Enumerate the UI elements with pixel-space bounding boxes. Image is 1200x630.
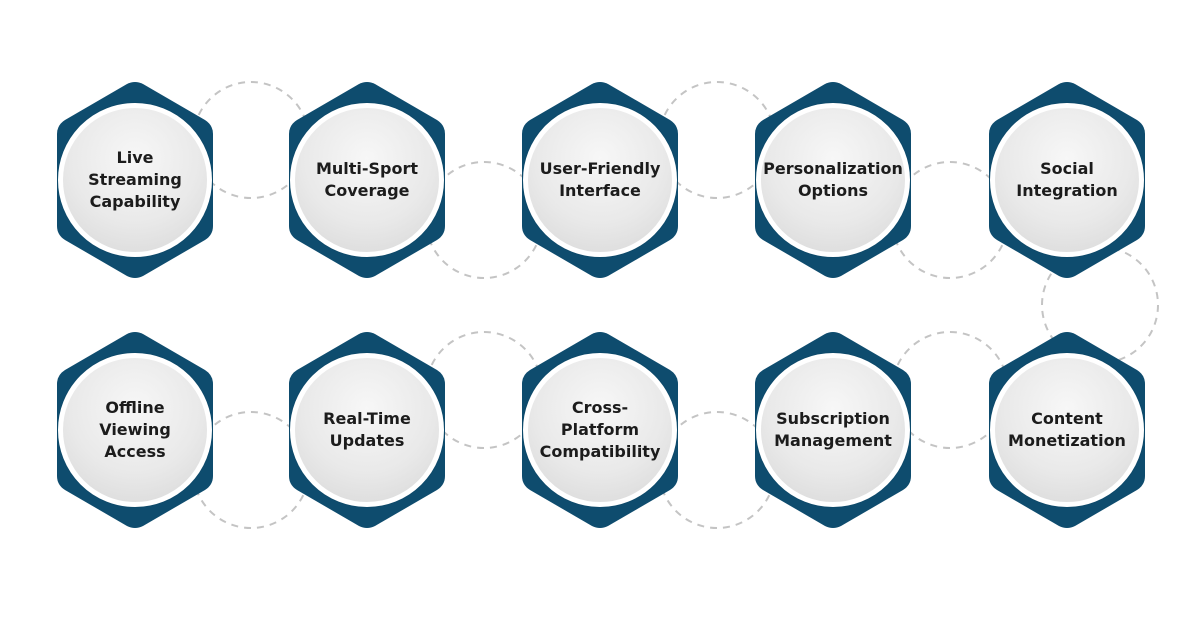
feature-circle: Real-Time Updates	[290, 353, 444, 507]
connector-5-10	[1041, 246, 1159, 364]
feature-circle: Content Monetization	[990, 353, 1144, 507]
feature-circle: Offline Viewing Access	[58, 353, 212, 507]
feature-label: Real-Time Updates	[323, 409, 411, 450]
feature-label: Subscription Management	[774, 409, 892, 450]
feature-node: Content Monetization	[975, 328, 1159, 532]
feature-label: Offline Viewing Access	[99, 398, 171, 461]
feature-circle: User-Friendly Interface	[523, 103, 677, 257]
feature-circle: Personalization Options	[756, 103, 910, 257]
feature-label: Live Streaming Capability	[88, 148, 182, 211]
feature-node: Subscription Management	[741, 328, 925, 532]
feature-label: User-Friendly Interface	[539, 159, 661, 200]
feature-label: Multi-Sport Coverage	[315, 159, 419, 200]
feature-node: Live Streaming Capability	[43, 78, 227, 282]
feature-node: Cross- Platform Compatibility	[508, 328, 692, 532]
feature-node: Multi-Sport Coverage	[275, 78, 459, 282]
feature-circle: Cross- Platform Compatibility	[523, 353, 677, 507]
feature-node: Social Integration	[975, 78, 1159, 282]
feature-circle: Social Integration	[990, 103, 1144, 257]
feature-label: Content Monetization	[1008, 409, 1126, 450]
feature-circle: Live Streaming Capability	[58, 103, 212, 257]
feature-circle: Multi-Sport Coverage	[290, 103, 444, 257]
feature-node: Personalization Options	[741, 78, 925, 282]
feature-label: Cross- Platform Compatibility	[539, 398, 661, 461]
feature-node: Offline Viewing Access	[43, 328, 227, 532]
feature-label: Personalization Options	[763, 159, 903, 200]
feature-node: User-Friendly Interface	[508, 78, 692, 282]
feature-circle: Subscription Management	[756, 353, 910, 507]
feature-label: Social Integration	[1016, 159, 1118, 200]
feature-node: Real-Time Updates	[275, 328, 459, 532]
